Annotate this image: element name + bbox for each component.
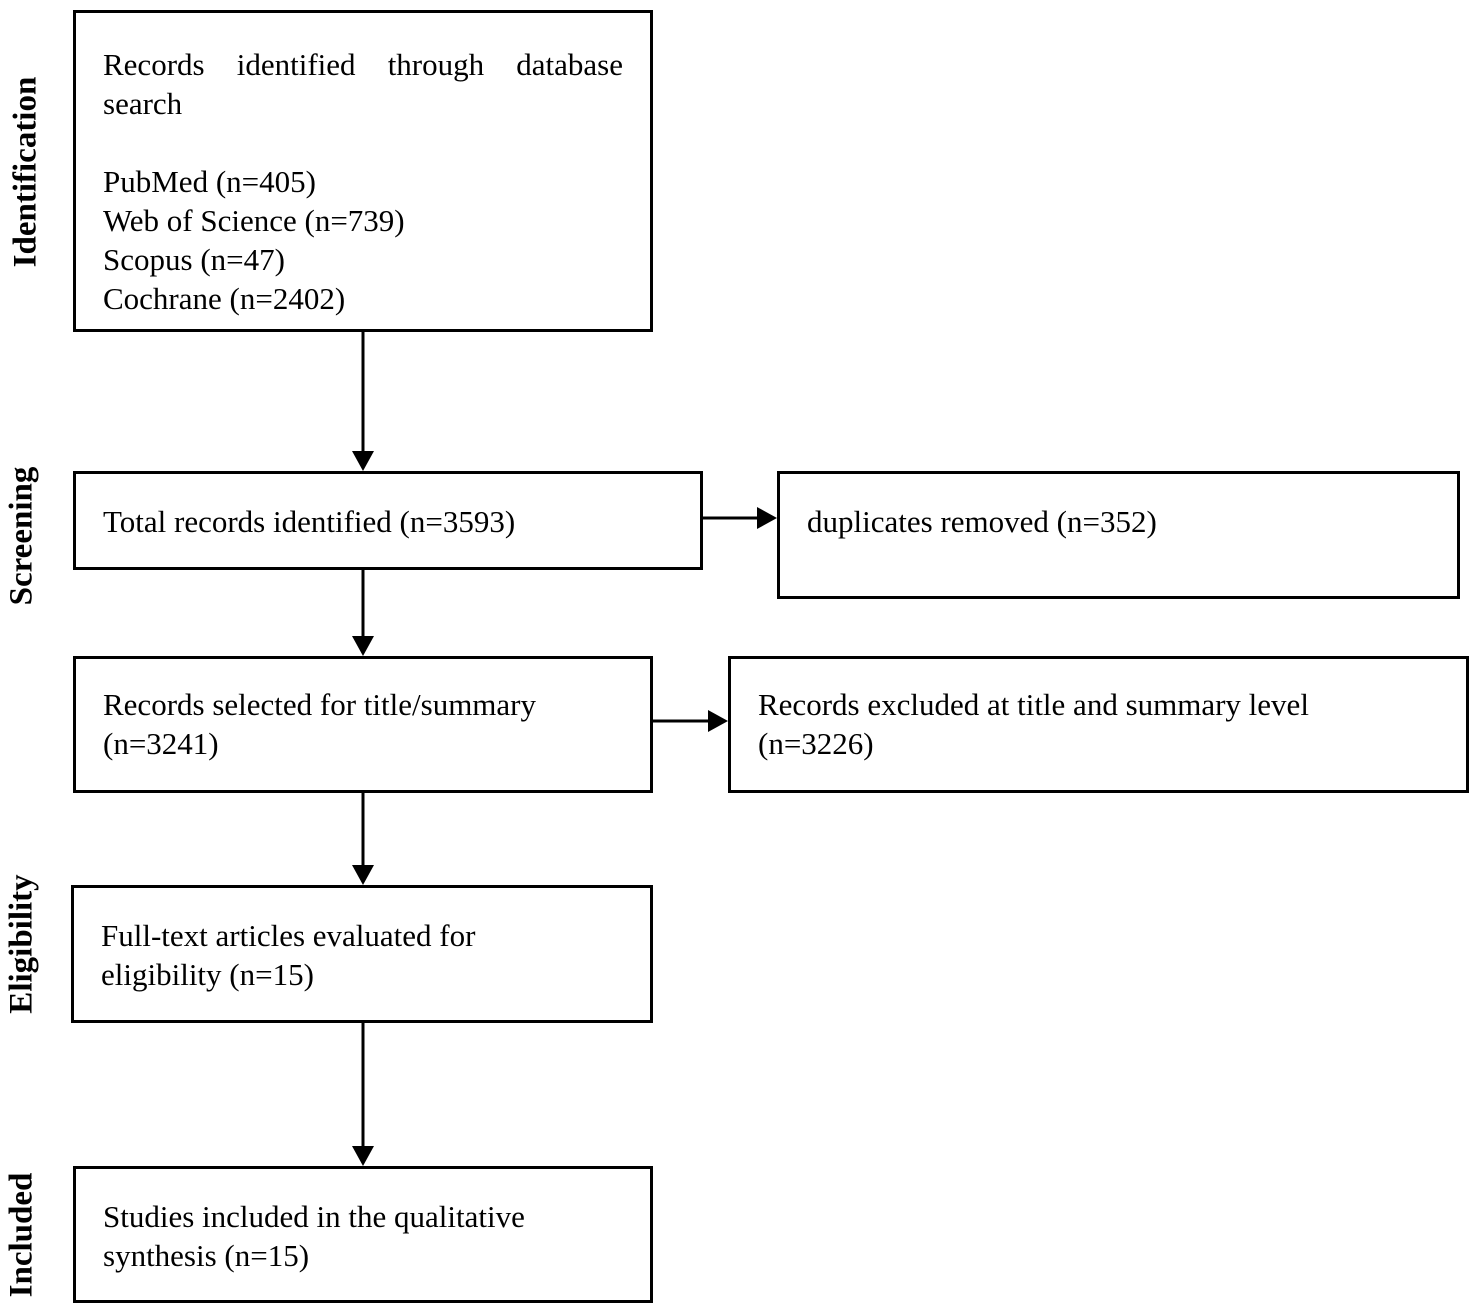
source-scopus: Scopus (n=47): [103, 242, 285, 277]
source-web-of-science: Web of Science (n=739): [103, 203, 405, 238]
duplicates-removed-box: duplicates removed (n=352): [777, 471, 1460, 599]
fulltext-articles-line1: Full-text articles evaluated for: [101, 918, 476, 953]
records-selected-box: Records selected for title/summary (n=32…: [73, 656, 653, 793]
source-pubmed: PubMed (n=405): [103, 164, 316, 199]
records-identified-heading-line2: search: [103, 86, 183, 121]
total-records-text: Total records identified (n=3593): [103, 504, 516, 539]
fulltext-articles-line2: eligibility (n=15): [101, 957, 314, 992]
records-identified-heading-line1: Records identified through database: [103, 47, 623, 82]
arrow-total-to-duplicates: [703, 507, 777, 529]
total-records-box: Total records identified (n=3593): [73, 471, 703, 570]
records-selected-line2: (n=3241): [103, 726, 219, 761]
records-selected-line1: Records selected for title/summary: [103, 687, 537, 722]
records-identified-box: Records identified through database sear…: [73, 10, 653, 332]
studies-included-box: Studies included in the qualitative synt…: [73, 1166, 653, 1303]
arrow-selected-to-fulltext: [352, 793, 374, 885]
arrow-identified-to-total: [352, 332, 374, 471]
arrow-selected-to-excluded: [653, 710, 728, 732]
records-excluded-box: Records excluded at title and summary le…: [728, 656, 1469, 793]
records-excluded-line1: Records excluded at title and summary le…: [758, 687, 1309, 722]
studies-included-line1: Studies included in the qualitative: [103, 1199, 525, 1234]
source-cochrane: Cochrane (n=2402): [103, 281, 346, 316]
studies-included-line2: synthesis (n=15): [103, 1238, 310, 1273]
fulltext-articles-box: Full-text articles evaluated for eligibi…: [71, 885, 653, 1023]
records-excluded-line2: (n=3226): [758, 726, 874, 761]
arrow-fulltext-to-included: [352, 1023, 374, 1166]
arrow-total-to-selected: [352, 570, 374, 656]
duplicates-removed-text: duplicates removed (n=352): [807, 504, 1157, 539]
